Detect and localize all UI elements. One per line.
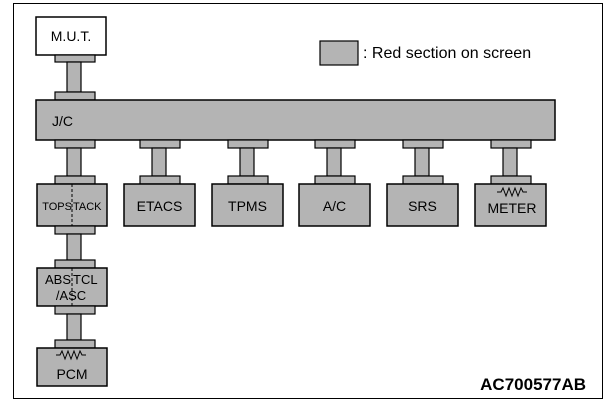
resistor-icon	[56, 349, 86, 361]
resistor-icon	[497, 186, 527, 198]
mut-box: M.U.T.	[35, 16, 107, 56]
ecu-srs: SRS	[386, 139, 459, 227]
abs-label: ABS	[45, 272, 71, 287]
outer-frame	[13, 3, 603, 399]
connector-mut-jc	[54, 54, 96, 101]
topstack-label-part1: TOPS	[42, 201, 72, 213]
topstack-label-part2: TACK	[73, 201, 102, 213]
srs-label: SRS	[408, 198, 437, 214]
asc-label: /ASC	[56, 288, 86, 303]
legend-text: : Red section on screen	[363, 45, 531, 62]
connector-topstack-abs	[54, 225, 96, 269]
legend-swatch	[319, 40, 359, 66]
ac-label: A/C	[323, 198, 346, 214]
pcm-label: PCM	[56, 366, 87, 382]
ecu-tpms: TPMS	[211, 139, 284, 227]
tpms-label: TPMS	[228, 198, 267, 214]
connector-abs-pcm	[54, 305, 96, 349]
ecu-meter: METER	[474, 139, 547, 227]
jc-label: J/C	[52, 113, 73, 129]
tcl-label: TCL	[73, 272, 98, 287]
legend: : Red section on screen	[319, 40, 531, 66]
ecu-row: TOPS TACK ETACS TPMS A/C	[36, 139, 547, 227]
ecu-pcm: PCM	[36, 347, 108, 387]
ecu-topstack: TOPS TACK	[36, 139, 108, 227]
mut-label: M.U.T.	[51, 28, 91, 44]
figure-id: AC700577AB	[480, 375, 586, 394]
etacs-label: ETACS	[137, 198, 183, 214]
meter-label: METER	[488, 200, 537, 216]
ecu-abs-tcl-asc: ABS TCL /ASC	[36, 267, 108, 307]
ecu-etacs: ETACS	[123, 139, 196, 227]
ecu-ac: A/C	[298, 139, 371, 227]
jc-bar: J/C	[35, 99, 556, 141]
